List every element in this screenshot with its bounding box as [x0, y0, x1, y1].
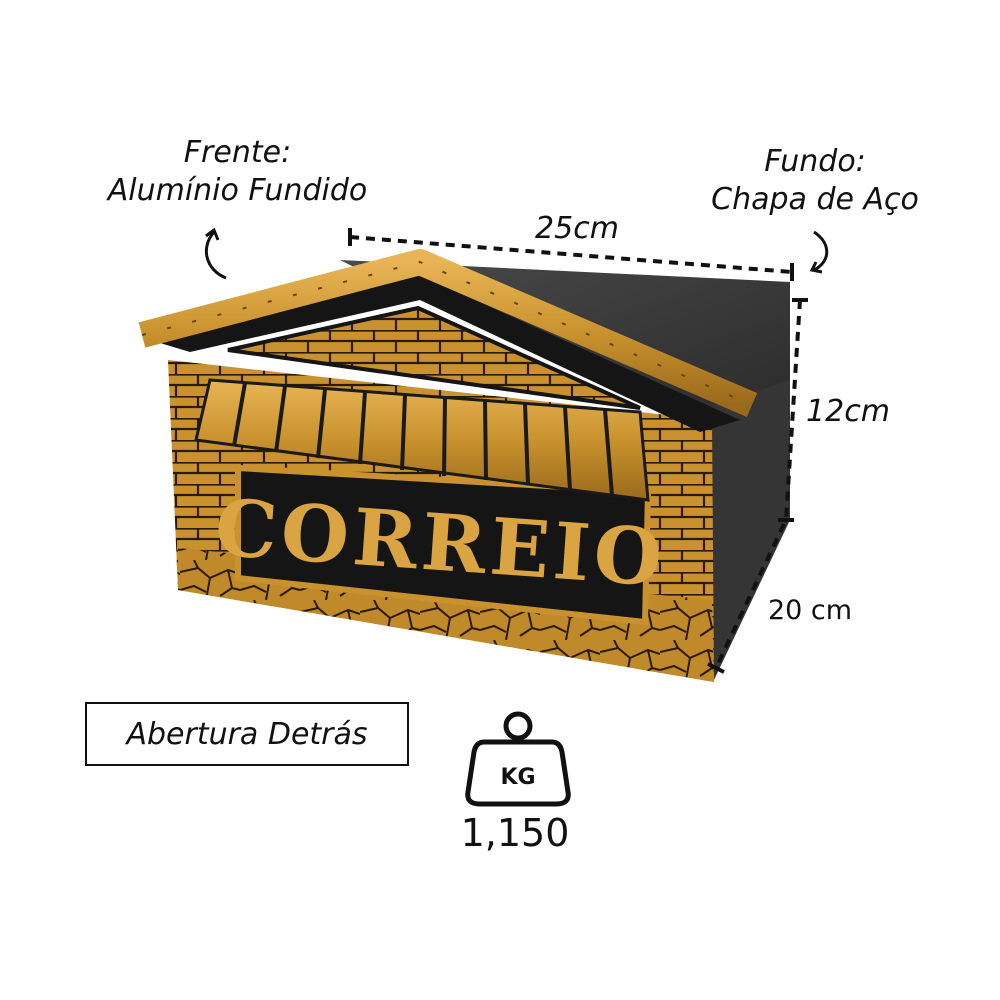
awning-stripes [232, 382, 614, 496]
width-label: 25cm [535, 211, 619, 246]
front-label: Frente: Alumínio Fundido [100, 134, 375, 210]
height-label: 12cm [806, 394, 890, 429]
dimension-lines [348, 228, 808, 674]
back-title: Fundo: [764, 144, 866, 179]
depth-label: 20 cm [767, 595, 853, 626]
front-arrow-icon [204, 227, 227, 280]
mailbox-awning [194, 378, 650, 502]
front-title: Frente: [183, 135, 292, 170]
mailbox-pediment-bricks [227, 305, 641, 410]
back-label: Fundo: Chapa de Aço [700, 143, 930, 219]
mailbox-side-panel [700, 380, 790, 680]
height-dimension-line [784, 299, 802, 521]
mailbox-sign-panel [235, 464, 652, 626]
mailbox-pediment [150, 275, 740, 432]
opening-label: Abertura Detrás [126, 716, 368, 752]
depth-dimension-line [714, 523, 786, 669]
kg-label: KG [500, 765, 535, 790]
front-material: Alumínio Fundido [107, 173, 368, 208]
back-material: Chapa de Aço [711, 182, 919, 217]
opening-box: Abertura Detrás [85, 702, 409, 766]
mailbox: CORREIO [138, 249, 790, 682]
kg-weight-icon: KG [465, 711, 571, 807]
weight-value: 1,150 [460, 811, 570, 855]
width-dimension-line [349, 235, 793, 274]
back-arrow-icon [809, 230, 829, 274]
roof-tile-seams [141, 260, 753, 406]
